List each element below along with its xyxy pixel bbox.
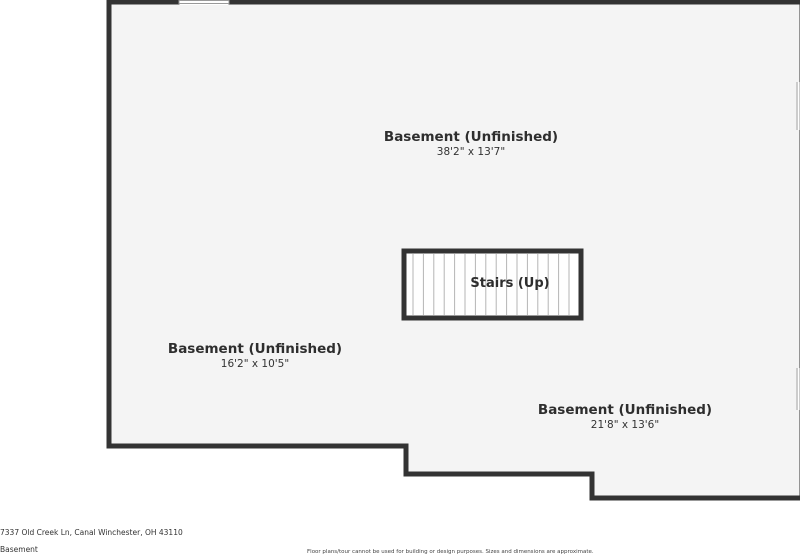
room-dimensions: 38'2" x 13'7" <box>436 146 506 158</box>
window-top <box>178 0 230 5</box>
floor-level-label: Basement <box>0 545 38 554</box>
stair-treads <box>412 254 570 315</box>
property-address: 7337 Old Creek Ln, Canal Winchester, OH … <box>0 528 183 537</box>
room-name: Basement (Unfinished) <box>537 402 713 418</box>
room-label-right: Basement (Unfinished) 21'8" x 13'6" <box>538 402 712 432</box>
room-label-left: Basement (Unfinished) 16'2" x 10'5" <box>168 341 342 371</box>
window-right-lower <box>796 368 800 410</box>
stairs-label: Stairs (Up) <box>470 276 550 291</box>
room-dimensions: 21'8" x 13'6" <box>590 419 660 431</box>
room-name: Basement (Unfinished) <box>383 129 559 145</box>
window-right-upper <box>796 82 800 130</box>
room-dimensions: 16'2" x 10'5" <box>220 358 290 370</box>
room-label-main: Basement (Unfinished) 38'2" x 13'7" <box>384 129 558 159</box>
disclaimer-text: Floor plans/tour cannot be used for buil… <box>307 549 594 555</box>
room-name: Basement (Unfinished) <box>167 341 343 357</box>
stairs <box>401 248 584 321</box>
